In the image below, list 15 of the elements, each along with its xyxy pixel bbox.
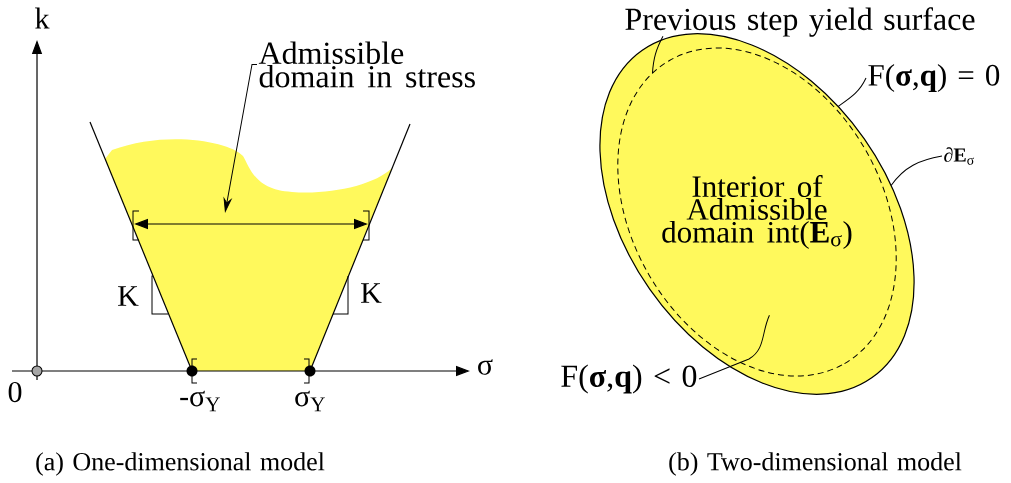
leader-arrow <box>223 64 258 212</box>
caption: (a) One-dimensional model <box>36 452 325 476</box>
annotation-text: Previous step yield surface <box>625 7 975 37</box>
admissible-region <box>105 139 392 371</box>
axis-label: σ <box>478 359 493 375</box>
leader-line <box>698 314 770 380</box>
slope-label: K <box>118 286 139 306</box>
leader-line <box>837 77 867 107</box>
tick-label: 0 <box>8 381 22 403</box>
equation-label: ∂E$_{σ}$ <box>944 147 975 165</box>
annotation-text: Admissible domain in stress <box>258 41 475 88</box>
caption: (b) Two-dimensional model <box>669 452 962 476</box>
slope-label: K <box>361 283 382 303</box>
leader-line <box>890 155 943 186</box>
axis-label: k <box>35 7 50 29</box>
